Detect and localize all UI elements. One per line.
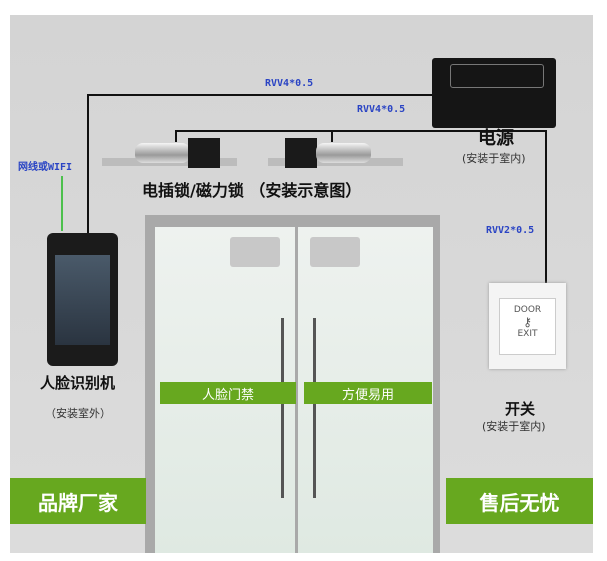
network-line <box>61 176 63 231</box>
power-note: (安装于室内) <box>462 152 526 165</box>
reader-screen <box>55 255 110 345</box>
reader-title: 人脸识别机 <box>40 374 116 392</box>
face-recognition-device <box>47 233 118 366</box>
wire-reader-power <box>87 94 437 96</box>
door-handle-left[interactable] <box>281 318 284 498</box>
bottom-left-band: 品牌厂家 <box>10 478 146 524</box>
door-handle-right[interactable] <box>313 318 316 498</box>
exit-button-exit-text: EXIT <box>517 329 538 339</box>
electric-lock-left <box>135 143 190 163</box>
key-icon: ⚷ <box>523 315 532 329</box>
lock-box-right <box>285 138 317 168</box>
wire-lock-right <box>331 130 333 142</box>
wire-label-lock: RVV4*0.5 <box>357 104 406 115</box>
exit-button-plate: DOOR ⚷ EXIT <box>489 283 566 369</box>
mag-lock-left <box>230 237 280 267</box>
power-supply-label-plate <box>450 64 544 88</box>
network-label: 网线或WIFI <box>18 162 73 173</box>
lock-box-left <box>188 138 220 168</box>
wire-lock-left <box>175 130 177 142</box>
switch-note: (安装于室内) <box>482 420 546 433</box>
exit-button-door-text: DOOR <box>513 305 542 315</box>
lock-title: 电插锁/磁力锁 （安装示意图） <box>142 181 362 200</box>
wire-label-top: RVV4*0.5 <box>265 78 314 89</box>
door-right-band: 方便易用 <box>304 382 432 404</box>
electric-lock-right <box>316 143 371 163</box>
power-supply-box <box>432 58 556 128</box>
wire-lock-power <box>175 130 547 132</box>
power-title: 电源 <box>478 128 514 149</box>
bottom-right-band: 售后无忧 <box>446 478 593 524</box>
switch-title: 开关 <box>505 400 536 418</box>
wire-reader-vertical <box>87 94 89 237</box>
wire-switch <box>545 130 547 285</box>
reader-note: （安装室外） <box>45 407 111 420</box>
exit-button[interactable]: DOOR ⚷ EXIT <box>499 298 556 355</box>
door-left-band: 人脸门禁 <box>160 382 296 404</box>
wire-label-switch: RVV2*0.5 <box>486 225 535 236</box>
mag-lock-right <box>310 237 360 267</box>
